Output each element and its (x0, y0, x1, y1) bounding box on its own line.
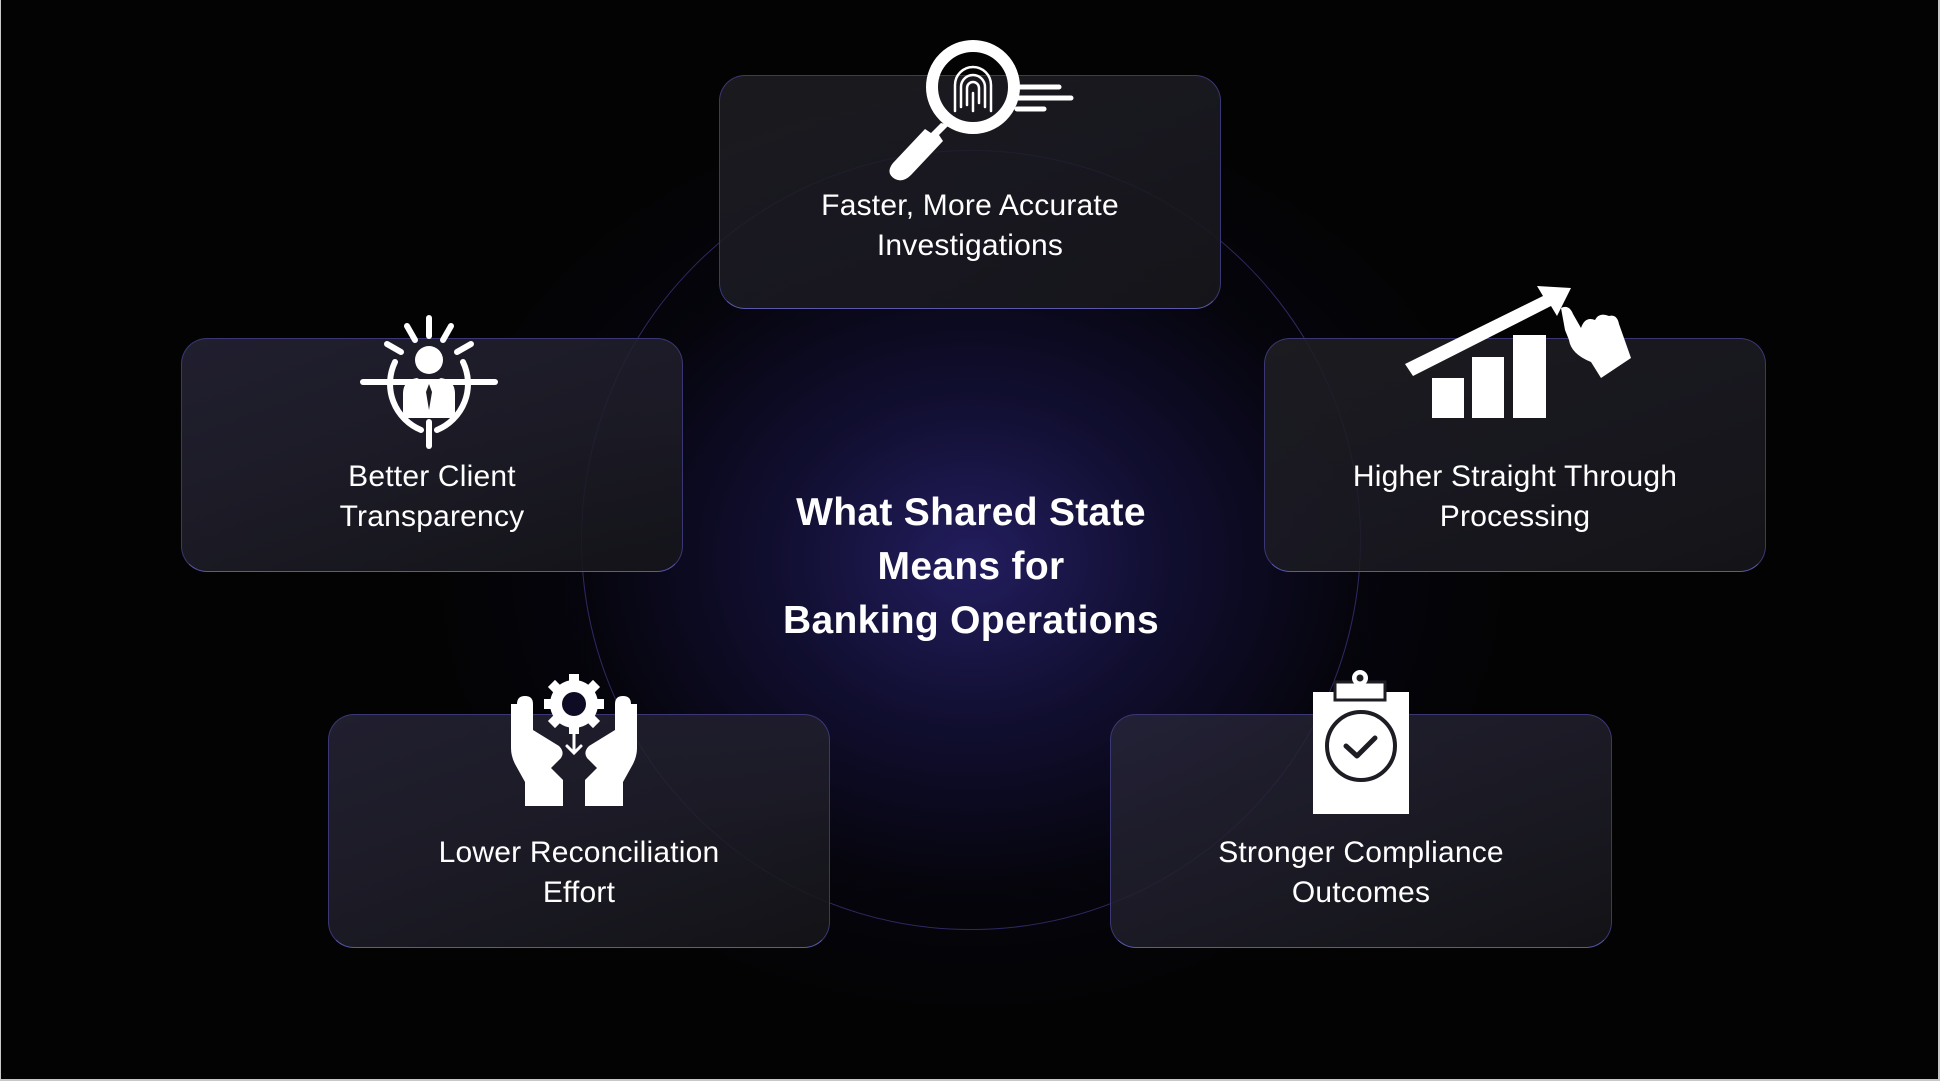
title-line-1: What Shared State (796, 491, 1146, 534)
diagram-title: What Shared State Means for Banking Oper… (701, 486, 1241, 648)
card-label-line-1: Lower Reconciliation (438, 836, 720, 869)
card-label-line-2: Effort (542, 876, 616, 909)
card-label: Lower Reconciliation Effort (329, 833, 829, 913)
card-label-line-1: Better Client (348, 460, 516, 493)
card-investigations: Faster, More Accurate Investigations (719, 75, 1221, 309)
card-label-line-2: Investigations (876, 229, 1064, 262)
title-line-3: Banking Operations (783, 599, 1159, 642)
fingerprint-magnifier-icon (889, 40, 1074, 181)
card-label: Faster, More Accurate Investigations (720, 186, 1220, 266)
card-transparency: Better Client Transparency (181, 338, 683, 572)
card-label: Stronger Compliance Outcomes (1111, 833, 1611, 913)
card-label-line-2: Transparency (339, 500, 525, 533)
card-label: Higher Straight Through Processing (1265, 457, 1765, 537)
title-line-2: Means for (877, 545, 1065, 588)
card-reconciliation: Lower Reconciliation Effort (328, 714, 830, 948)
card-label-line-1: Stronger Compliance (1218, 836, 1504, 869)
card-label-line-1: Faster, More Accurate (821, 189, 1119, 222)
card-label-line-1: Higher Straight Through (1352, 460, 1678, 493)
card-label-line-2: Outcomes (1291, 876, 1431, 909)
client-target-icon (360, 315, 498, 449)
card-label: Better Client Transparency (182, 457, 682, 537)
card-label-line-2: Processing (1439, 500, 1591, 533)
growth-chart-hand-icon (1405, 286, 1631, 418)
clipboard-check-icon (1313, 670, 1409, 814)
hands-gear-icon (511, 674, 637, 806)
